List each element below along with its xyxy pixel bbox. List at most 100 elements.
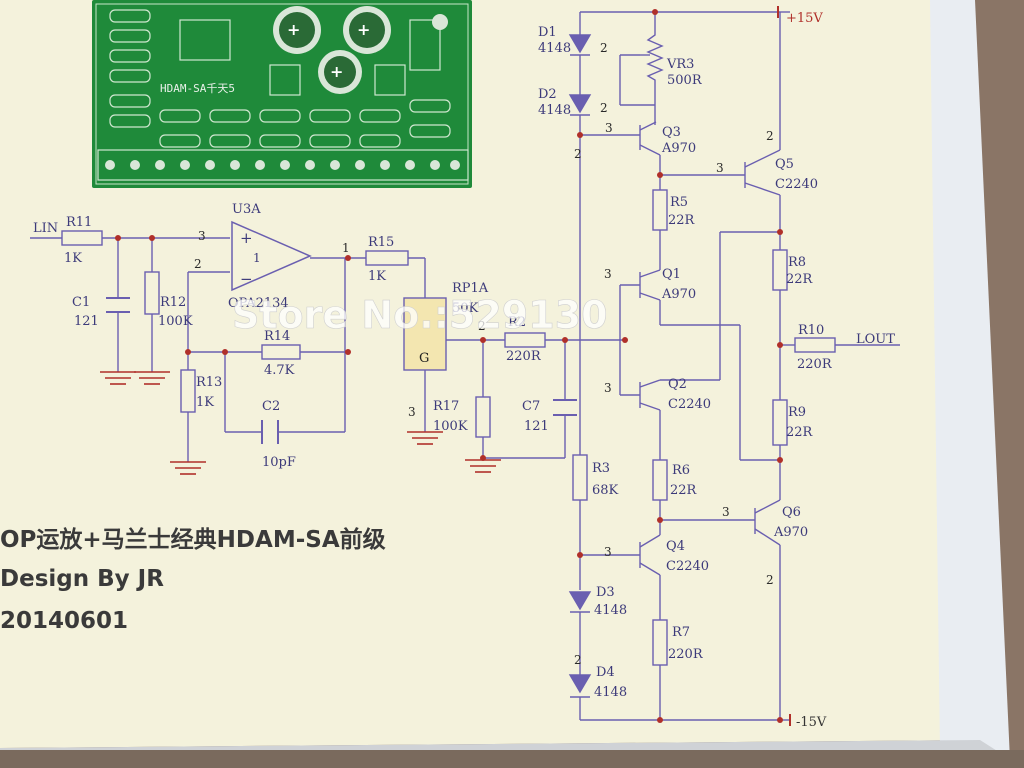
input-label: LIN [33,221,58,236]
r3-value: 68K [592,483,619,498]
q5-value: C2240 [775,177,818,192]
pin-label: 3 [604,545,612,559]
r11-value: 1K [64,251,82,266]
r10-value: 220R [797,357,833,372]
pos-supply-label: +15V [786,11,823,26]
design-date: 20140601 [0,608,129,634]
d3-value: 4148 [594,603,627,618]
r12-value: 100K [158,314,193,329]
pcb-photo: + + + HDAM-SA千天5 [92,0,472,188]
r11-ref: R11 [66,215,92,230]
u3a-value: OPA2134 [228,296,289,311]
pin-label: 3 [604,267,612,281]
svg-text:+: + [330,62,343,81]
q3-value: A970 [661,141,696,156]
r6-value: 22R [670,483,698,498]
pin-label: 2 [600,41,608,55]
d3-ref: D3 [596,585,615,600]
pin-label: 3 [605,121,613,135]
svg-text:+: + [240,229,253,247]
design-title: OP运放+马兰士经典HDAM-SA前级 [0,527,386,553]
d2-ref: D2 [538,87,557,102]
u3a-ref: U3A [232,202,261,217]
pin-label: 3 [722,505,730,519]
q4-ref: Q4 [666,539,685,554]
rp1a-gnd-label: G [419,351,429,366]
r5-ref: R5 [670,195,688,210]
r17-value: 100K [433,419,468,434]
r12-ref: R12 [160,295,186,310]
capacitors [106,297,577,444]
u3a-pin3: 3 [198,229,206,243]
r9-ref: R9 [788,405,806,420]
q1-ref: Q1 [662,267,681,282]
diodes [568,34,592,698]
c1-value: 121 [74,314,99,329]
u3a-pin2: 2 [194,257,202,271]
r8-value: 22R [786,272,814,287]
opamp-u3a [231,220,312,292]
pin-label: 2 [600,101,608,115]
q2-ref: Q2 [668,377,687,392]
vr3-ref: VR3 [666,57,694,72]
r13-ref: R13 [196,375,222,390]
r15-ref: R15 [368,235,394,250]
r17-ref: R17 [433,399,459,414]
q6-value: A970 [773,525,808,540]
c2-ref: C2 [262,399,280,414]
pcb-silkscreen-label: HDAM-SA千天5 [160,82,235,95]
transistors [639,121,781,576]
neg-supply-label: -15V [796,715,827,730]
d1-value: 4148 [538,41,571,56]
pin-label: 2 [766,573,774,587]
c2-value: 10pF [262,455,296,470]
svg-text:−: − [240,270,253,288]
rp1a-value: 50K [452,301,479,316]
r13-value: 1K [196,395,214,410]
d2-value: 4148 [538,103,571,118]
resistors [61,189,836,666]
output-label: LOUT [856,332,895,347]
d4-ref: D4 [596,665,615,680]
pin-label: 3 [604,381,612,395]
pin-label: 2 [574,653,582,667]
r9-value: 22R [786,425,814,440]
r14-ref: R14 [264,329,290,344]
r6-ref: R6 [672,463,690,478]
q3-ref: Q3 [662,125,681,140]
c7-ref: C7 [522,399,540,414]
pin-label: 2 [574,147,582,161]
r2-ref: R2 [508,315,526,330]
rp1a-pin2: 2 [478,319,486,333]
r3-ref: R3 [592,461,610,476]
c1-ref: C1 [72,295,90,310]
component-labels: LIN R11 1K C1 121 R12 100K U3A OPA2134 3… [33,11,895,730]
junction-nodes [115,9,783,723]
d4-value: 4148 [594,685,627,700]
svg-text:+: + [287,20,300,39]
q2-value: C2240 [668,397,711,412]
pin-label: 2 [766,129,774,143]
q6-ref: Q6 [782,505,801,520]
potentiometer-rp1a [403,297,447,371]
r8-ref: R8 [788,255,806,270]
r2-value: 220R [506,349,542,364]
q4-value: C2240 [666,559,709,574]
trimmer-vr3 [646,25,664,85]
store-watermark: Store No.:529130 [232,293,608,337]
r5-value: 22R [668,213,696,228]
svg-text:+: + [357,20,370,39]
designer-credit: Design By JR [0,566,164,592]
r14-value: 4.7K [264,363,295,378]
svg-text:1: 1 [253,251,261,265]
vr3-value: 500R [667,73,703,88]
r7-value: 220R [668,647,704,662]
pin-label: 3 [716,161,724,175]
paper-edge [930,0,1010,760]
c7-value: 121 [524,419,549,434]
rp1a-ref: RP1A [452,281,489,296]
r15-value: 1K [368,269,386,284]
q5-ref: Q5 [775,157,794,172]
